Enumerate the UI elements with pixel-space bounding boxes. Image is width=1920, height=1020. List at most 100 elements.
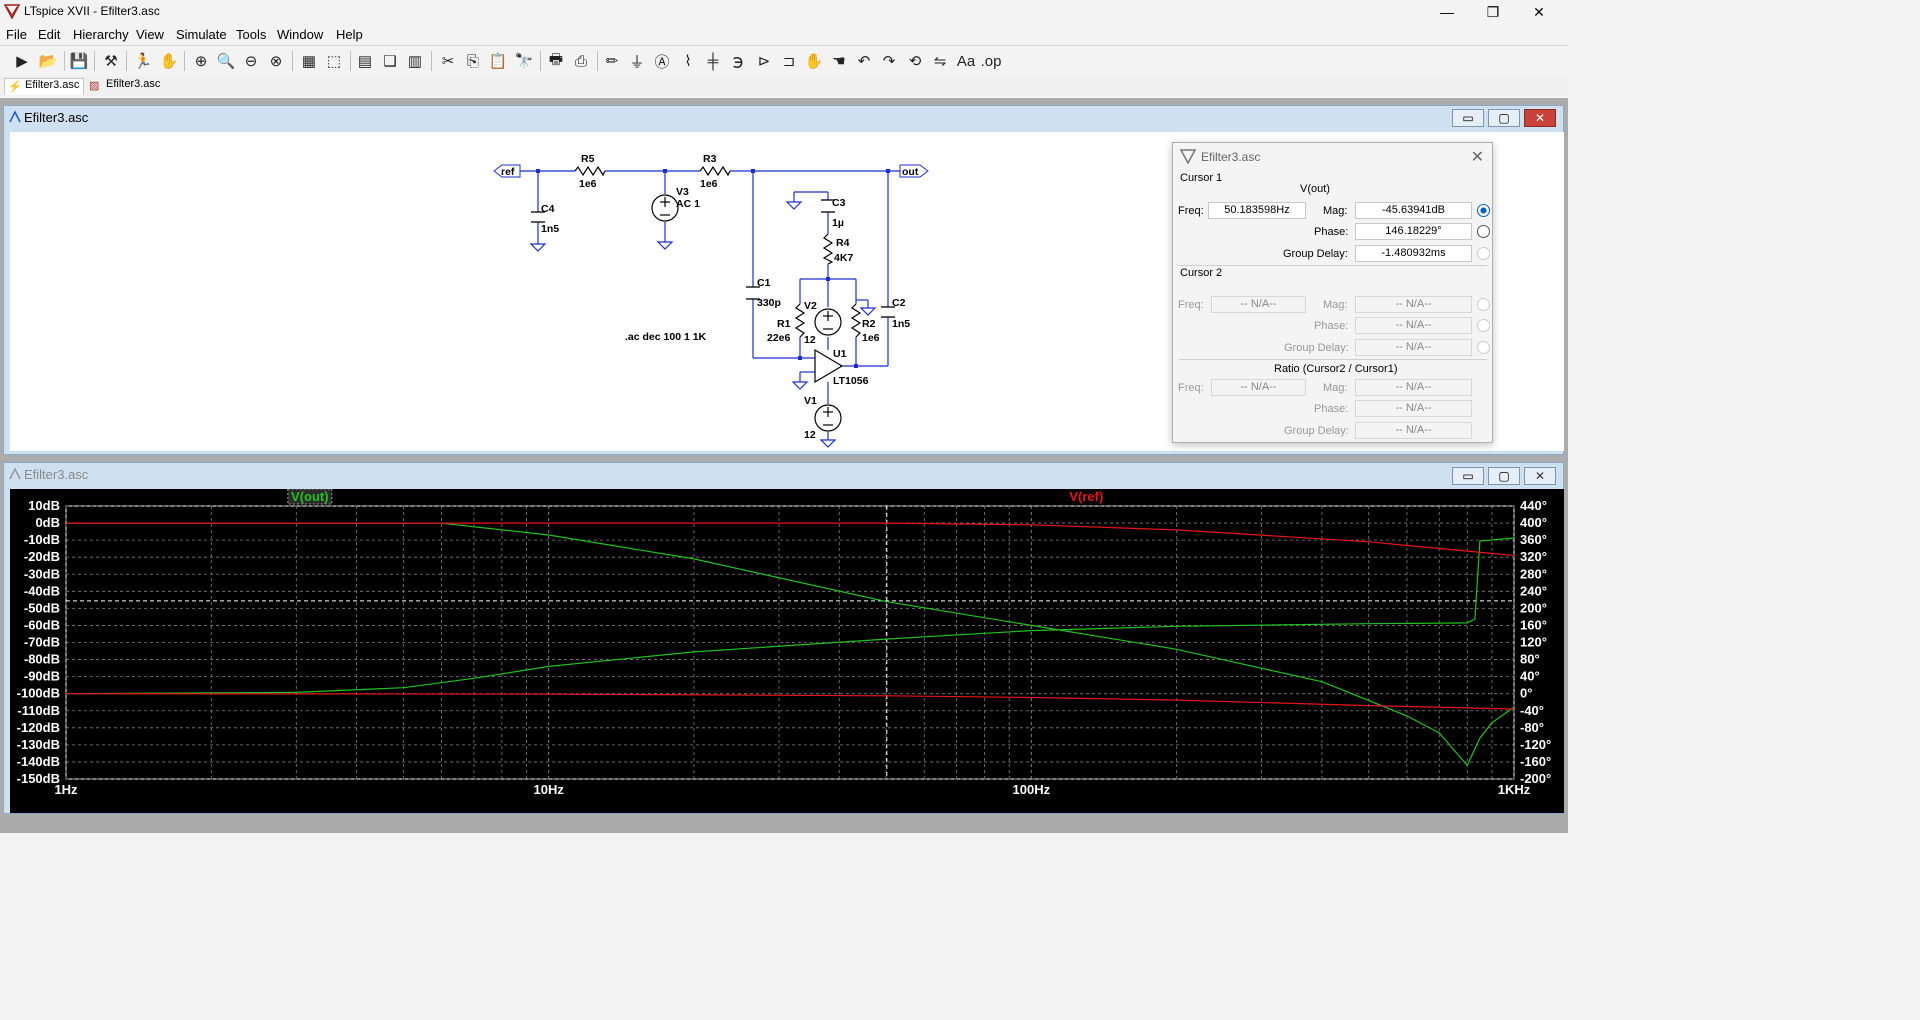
tile-horizontal-icon[interactable]: ▤ bbox=[357, 53, 373, 70]
draw-wire-icon[interactable]: ✏ bbox=[605, 53, 619, 70]
cascade-icon[interactable]: ❏ bbox=[383, 53, 397, 70]
net-flag-ref[interactable] bbox=[493, 164, 521, 178]
schematic-maximize-button[interactable]: ▢ bbox=[1488, 109, 1520, 127]
toolbar-separator bbox=[540, 51, 541, 71]
zoom-in-icon[interactable]: ⊕ bbox=[194, 53, 208, 70]
zoom-fit-icon[interactable]: ⊗ bbox=[269, 53, 283, 70]
tab-label: Efilter3.asc bbox=[106, 78, 161, 90]
minimize-button[interactable]: — bbox=[1440, 4, 1454, 20]
y2-tick-label: 120° bbox=[1520, 635, 1547, 650]
inductor-icon[interactable]: ℈ bbox=[732, 53, 744, 70]
mirror-icon[interactable]: ⇋ bbox=[933, 53, 947, 70]
spice-directive-icon[interactable]: .op bbox=[980, 52, 1002, 70]
pan-icon[interactable]: ✋ bbox=[159, 53, 179, 70]
zoom-out-icon[interactable]: ⊖ bbox=[244, 53, 258, 70]
label-R3: R3 bbox=[703, 153, 717, 165]
menu-view[interactable]: View bbox=[136, 27, 164, 42]
waveform-close-button[interactable]: ✕ bbox=[1524, 467, 1556, 485]
schematic-close-button[interactable]: ✕ bbox=[1524, 109, 1556, 127]
label-R5: R5 bbox=[581, 153, 595, 165]
diode-icon[interactable]: ⊳ bbox=[757, 53, 771, 70]
capacitor-icon[interactable]: ╪ bbox=[707, 52, 719, 70]
cursor1-gd-field[interactable]: -1.480932ms bbox=[1355, 245, 1472, 262]
waveform-maximize-button[interactable]: ▢ bbox=[1488, 467, 1520, 485]
waveform-icon: ▨ bbox=[89, 80, 100, 92]
ratio-gd-label: Group Delay: bbox=[1284, 425, 1349, 437]
redo-icon[interactable]: ↷ bbox=[882, 53, 896, 70]
y-tick-label: -60dB bbox=[24, 617, 60, 632]
cursor1-freq-label: Freq: bbox=[1178, 205, 1204, 217]
maximize-button[interactable]: ❐ bbox=[1486, 4, 1500, 20]
y2-tick-label: -40° bbox=[1520, 703, 1544, 718]
series-vref-magnitude_dB bbox=[66, 522, 1515, 557]
ltspice-app-icon bbox=[1180, 149, 1196, 164]
cursor1-trace: V(out) bbox=[1300, 183, 1330, 195]
y-tick-label: -100dB bbox=[17, 686, 60, 701]
menu-simulate[interactable]: Simulate bbox=[176, 27, 227, 42]
rotate-icon[interactable]: ⟲ bbox=[908, 53, 922, 70]
label-R5-value: 1e6 bbox=[579, 178, 597, 190]
x-tick-label: 100Hz bbox=[1013, 782, 1051, 797]
cursor1-mag-radio[interactable] bbox=[1477, 204, 1490, 217]
control-panel-icon[interactable]: ⚒ bbox=[104, 53, 118, 70]
label-C4-value: 1n5 bbox=[541, 223, 559, 235]
junction-dots bbox=[536, 169, 890, 368]
move-icon[interactable]: ✋ bbox=[804, 53, 824, 70]
zoom-area-icon[interactable]: 🔍 bbox=[216, 53, 236, 70]
cursor1-gd-radio[interactable] bbox=[1477, 247, 1490, 260]
save-icon[interactable]: 💾 bbox=[69, 53, 89, 70]
print-setup-icon[interactable]: ⎙ bbox=[574, 52, 587, 70]
cross-probe-icon[interactable]: ⬚ bbox=[326, 53, 342, 70]
cursor-dialog-close-icon[interactable]: ✕ bbox=[1470, 149, 1484, 166]
toolbar-separator bbox=[94, 51, 95, 71]
cursor1-phase-radio[interactable] bbox=[1477, 225, 1490, 238]
cursor1-mag-field[interactable]: -45.63941dB bbox=[1355, 202, 1472, 219]
copy-icon[interactable]: ⎘ bbox=[466, 52, 479, 70]
cursor1-phase-field[interactable]: 146.18229° bbox=[1355, 223, 1472, 240]
menu-hierarchy[interactable]: Hierarchy bbox=[73, 27, 129, 42]
schematic-wires bbox=[520, 170, 900, 440]
series-vref-phase_deg bbox=[65, 693, 1515, 710]
schematic-minimize-button[interactable]: ▭ bbox=[1452, 109, 1484, 127]
tile-vertical-icon[interactable]: ▥ bbox=[407, 53, 423, 70]
drag-icon[interactable]: ☚ bbox=[832, 53, 846, 70]
toolbar-separator bbox=[64, 51, 65, 71]
find-icon[interactable]: 🔭 bbox=[514, 53, 534, 70]
menu-window[interactable]: Window bbox=[277, 27, 324, 42]
toolbar-separator bbox=[126, 51, 127, 71]
menu-help[interactable]: Help bbox=[336, 27, 363, 42]
run-icon[interactable]: ▶ bbox=[16, 53, 28, 70]
x-tick-label: 1Hz bbox=[54, 782, 78, 797]
y-tick-label: -140dB bbox=[17, 754, 60, 769]
label-R4-value: 4K7 bbox=[834, 252, 853, 264]
menu-file[interactable]: File bbox=[6, 27, 27, 42]
label-V2-value: 12 bbox=[804, 334, 816, 346]
net-flag-out[interactable] bbox=[899, 164, 929, 178]
print-icon[interactable]: 🖶 bbox=[548, 50, 564, 68]
y-tick-label: -70dB bbox=[24, 635, 60, 650]
run-man-icon[interactable]: 🏃 bbox=[133, 53, 153, 70]
cursor1-freq-field[interactable]: 50.183598Hz bbox=[1208, 202, 1306, 219]
tab-waveform[interactable]: ▨ Efilter3.asc bbox=[86, 78, 166, 95]
text-icon[interactable]: Aa bbox=[956, 52, 976, 70]
paste-icon[interactable]: 📋 bbox=[488, 53, 508, 70]
open-icon[interactable]: 📂 bbox=[38, 53, 58, 70]
label-net-icon[interactable]: Ⓐ bbox=[654, 53, 670, 71]
window-title: LTspice XVII - Efilter3.asc bbox=[24, 4, 160, 18]
spice-directive: .ac dec 100 1 1K bbox=[625, 331, 707, 343]
tab-schematic[interactable]: ⚡ Efilter3.asc bbox=[4, 78, 84, 95]
autorange-icon[interactable]: ▦ bbox=[301, 53, 317, 70]
menu-edit[interactable]: Edit bbox=[38, 27, 61, 42]
y2-tick-label: -160° bbox=[1520, 754, 1551, 769]
cut-icon[interactable]: ✂ bbox=[441, 53, 455, 70]
menu-tools[interactable]: Tools bbox=[236, 27, 267, 42]
close-button[interactable]: ✕ bbox=[1533, 4, 1545, 20]
series-vout-phase_deg bbox=[65, 537, 1515, 695]
resistor-icon[interactable]: ⌇ bbox=[684, 53, 692, 70]
title-bar: LTspice XVII - Efilter3.asc — ❐ ✕ bbox=[0, 0, 1568, 24]
undo-icon[interactable]: ↶ bbox=[857, 53, 871, 70]
waveform-minimize-button[interactable]: ▭ bbox=[1452, 467, 1484, 485]
component-icon[interactable]: ⊐ bbox=[782, 53, 796, 70]
ground-icon[interactable]: ⏚ bbox=[629, 53, 645, 71]
